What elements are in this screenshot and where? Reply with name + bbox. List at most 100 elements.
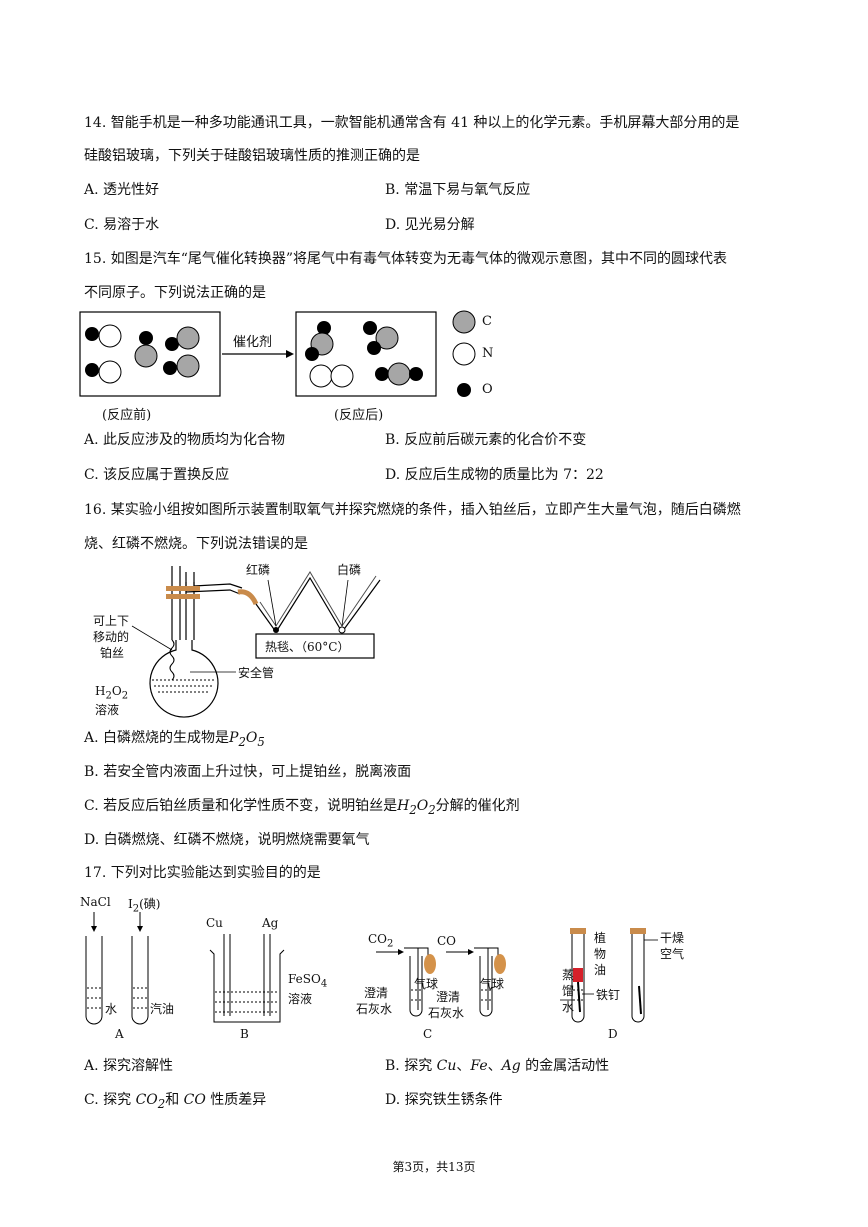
q16-option-b: B. 若安全管内液面上升过快，可上提铂丝，脱离液面 (84, 764, 412, 780)
limewater-2a: 澄清 (436, 990, 461, 1004)
solution-label: 溶液 (95, 703, 120, 717)
q16-stem-line1: 16. 某实验小组按如图所示装置制取氧气并探究燃烧的条件，插入铂丝后，立即产生大… (84, 502, 741, 518)
co2-molecule (305, 321, 334, 361)
q14-option-b: B. 常温下易与氧气反应 (385, 182, 531, 198)
label-d: D (608, 1027, 618, 1041)
experiment-c (376, 947, 506, 1017)
before-label: (反应前) (102, 408, 152, 423)
ag-label: Ag (262, 916, 279, 930)
after-box (295, 311, 437, 397)
label-c: C (423, 1027, 433, 1041)
water-label: 水 (105, 1002, 118, 1016)
q15-option-b: B. 反应前后碳元素的化合价不变 (385, 432, 587, 448)
label-b: B (240, 1027, 249, 1041)
veg-oil-3: 油 (594, 963, 607, 977)
h2o2-label: H2O2 (95, 684, 129, 702)
limewater-1a: 澄清 (364, 986, 389, 1000)
q17-option-a: A. 探究溶解性 (84, 1058, 174, 1074)
iron-nail (638, 985, 642, 1015)
q17-experiments-diagram (85, 912, 658, 1025)
q15-option-c: C. 该反应属于置换反应 (84, 467, 230, 483)
q16-stem-line2: 烧、红磷不燃烧。下列说法错误的是 (84, 536, 308, 552)
white-phosphorus (338, 626, 346, 634)
feso4-label: FeSO4 (288, 972, 328, 990)
limewater-1b: 石灰水 (356, 1002, 393, 1016)
no-molecule (85, 324, 122, 348)
q15-reaction-diagram (79, 310, 476, 397)
balloon-label-2: 气球 (480, 977, 505, 991)
before-box (79, 311, 221, 397)
platinum-coil (169, 639, 175, 681)
q16-option-a: A. 白磷燃烧的生成物是P2O5 (84, 730, 265, 749)
catalyst-label: 催化剂 (233, 335, 273, 350)
movable-label-1: 可上下 (93, 614, 130, 628)
white-phosphorus-label: 白磷 (337, 563, 362, 577)
q16-apparatus-diagram (131, 566, 381, 718)
q14-option-d: D. 见光易分解 (385, 217, 475, 233)
vegetable-oil (573, 968, 583, 982)
co-molecule (163, 354, 200, 378)
co-molecule (165, 326, 200, 351)
limewater-2b: 石灰水 (428, 1006, 465, 1020)
veg-oil-2: 物 (594, 947, 607, 961)
after-label: (反应后) (334, 408, 384, 423)
red-phosphorus-label: 红磷 (246, 563, 271, 577)
i2-label: I2(碘) (128, 897, 161, 915)
co-molecule (134, 331, 158, 368)
co2-label: CO2 (368, 932, 394, 950)
round-flask (149, 640, 219, 718)
rubber-tube (237, 589, 259, 606)
q16-option-c: C. 若反应后铂丝质量和化学性质不变，说明铂丝是H2O2分解的催化剂 (84, 798, 520, 817)
q17-option-c: C. 探究 CO2和 CO 性质差异 (84, 1092, 267, 1111)
red-phosphorus (273, 627, 279, 633)
q14-option-a: A. 透光性好 (84, 182, 160, 198)
hot-plate (255, 633, 375, 659)
safety-tube-label: 安全管 (238, 666, 275, 680)
experiment-b (209, 934, 285, 1023)
q14-option-c: C. 易溶于水 (84, 217, 160, 233)
co-label: CO (437, 934, 457, 948)
q15-option-d: D. 反应后生成物的质量比为 7：22 (385, 467, 604, 483)
q17-option-d: D. 探究铁生锈条件 (385, 1092, 503, 1108)
label-a: A (115, 1027, 124, 1041)
dry-air-2: 空气 (660, 947, 685, 961)
legend-n-label: N (482, 346, 494, 361)
q16-option-d: D. 白磷燃烧、红磷不燃烧，说明燃烧需要氧气 (84, 832, 370, 848)
balloon-label-1: 气球 (414, 977, 439, 991)
movable-label-3: 铂丝 (100, 646, 125, 660)
balloon (424, 954, 436, 974)
q15-option-a: A. 此反应涉及的物质均为化合物 (84, 432, 286, 448)
n2-molecule (309, 364, 354, 388)
distilled-3: 水 (562, 1000, 575, 1014)
iron-nail-label: 铁钉 (596, 988, 621, 1002)
legend-o-label: O (482, 382, 493, 397)
veg-oil-1: 植 (594, 931, 607, 945)
q15-stem-line2: 不同原子。下列说法正确的是 (84, 285, 266, 301)
iron-nail (577, 981, 581, 1013)
legend-n-atom (452, 342, 476, 366)
experiment-a (85, 912, 149, 1025)
co2-molecule (363, 321, 399, 355)
balloon (494, 954, 506, 974)
feso4-solution-label: 溶液 (288, 992, 313, 1006)
q14-stem-line2: 硅酸铝玻璃，下列关于硅酸铝玻璃性质的推测正确的是 (84, 148, 420, 164)
co2-molecule (375, 362, 423, 386)
distilled-1: 蒸 (562, 968, 575, 982)
experiment-d (560, 928, 658, 1023)
legend-o-atom (457, 383, 471, 397)
legend-c-atom (452, 310, 476, 334)
q17-stem: 17. 下列对比实验能达到实验目的的是 (84, 865, 321, 881)
page-footer: 第3页，共13页 (392, 1160, 476, 1174)
hot-plate-label: 热毯、（60°C） (265, 640, 350, 654)
zigzag-tube (255, 576, 381, 634)
dry-air-1: 干燥 (660, 931, 685, 945)
gasoline-label: 汽油 (150, 1002, 175, 1016)
movable-label-2: 移动的 (93, 630, 130, 644)
no-molecule (85, 360, 122, 384)
q14-stem-line1: 14. 智能手机是一种多功能通讯工具，一款智能机通常含有 41 种以上的化学元素… (84, 115, 740, 131)
q17-option-b: B. 探究 Cu、Fe、Ag 的金属活动性 (385, 1058, 610, 1074)
nacl-label: NaCl (80, 895, 111, 909)
distilled-2: 馏 (562, 984, 575, 998)
cu-label: Cu (206, 916, 223, 930)
q15-stem-line1: 15. 如图是汽车“尾气催化转换器”将尾气中有毒气体转变为无毒气体的微观示意图，… (84, 251, 728, 267)
